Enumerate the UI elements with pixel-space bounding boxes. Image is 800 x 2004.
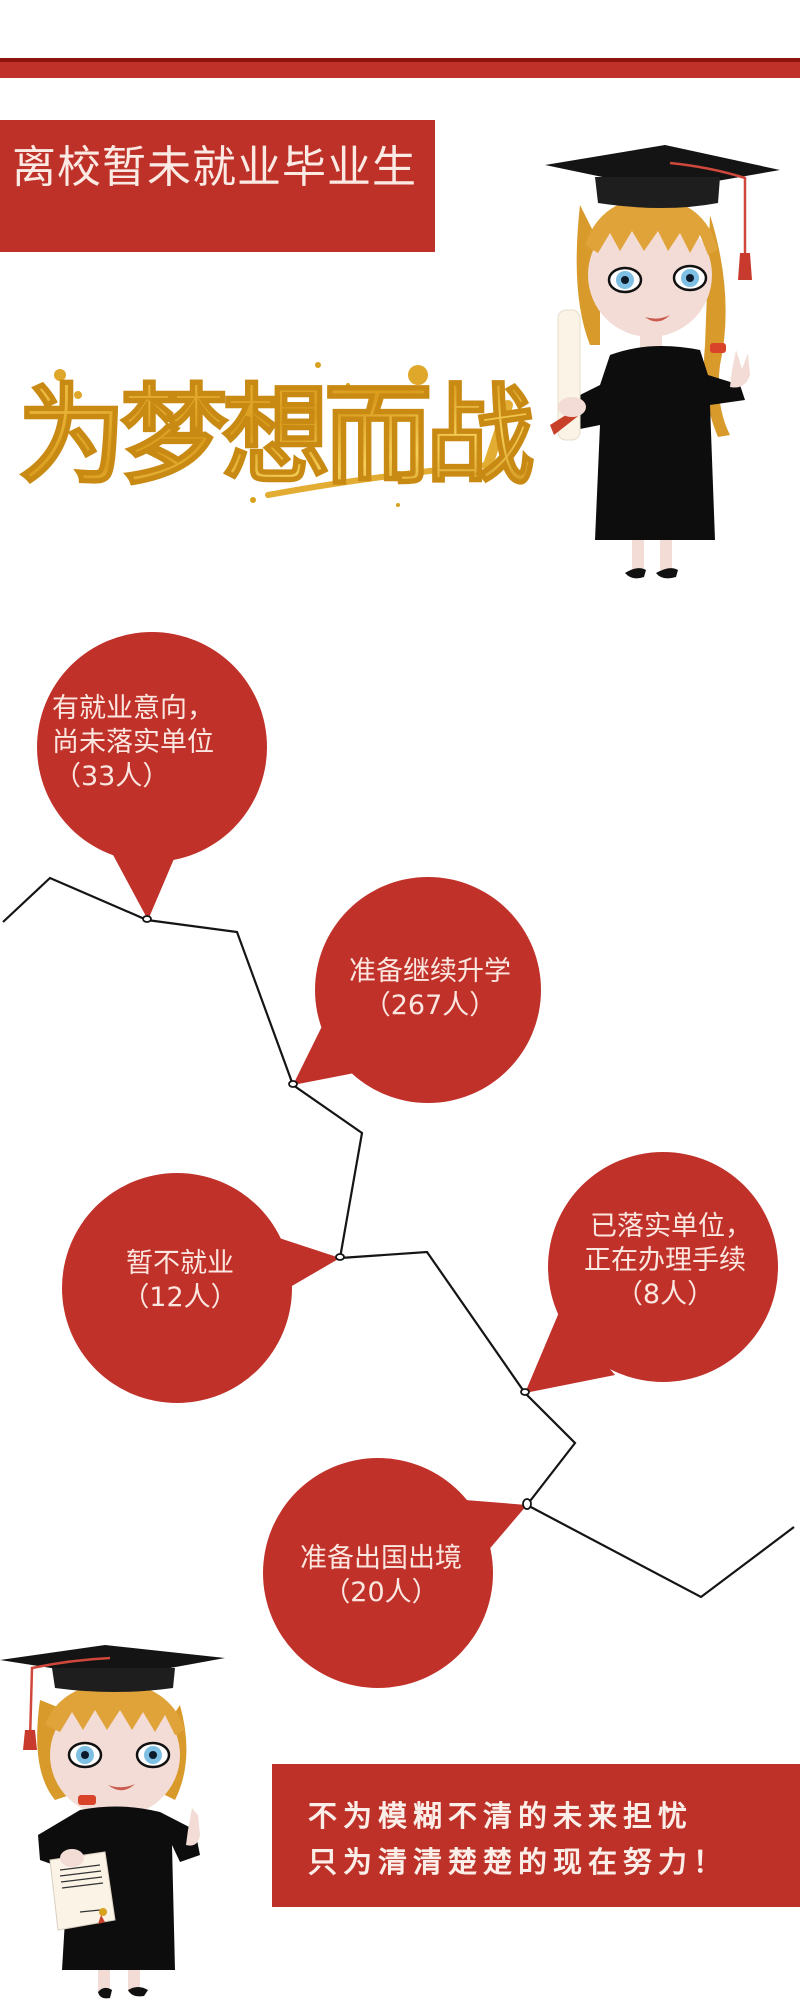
bubble-3-line-1: 暂不就业 [126,1248,234,1279]
bubble-1-text: 有就业意向， 尚未落实单位 （33人） [52,692,252,794]
slogan-calligraphy: 为梦想而战 [18,345,558,515]
closing-line-2: 只为清清楚楚的现在努力！ [308,1845,729,1879]
bubble-2-line-1: 准备继续升学 [349,956,511,987]
bubble-1-count: （33人） [54,761,170,792]
page-title: 离校暂未就业毕业生 [12,142,417,193]
bubble-4-text: 已落实单位， 正在办理手续 （8人） [570,1210,760,1312]
bubble-3-count: （12人） [122,1282,238,1313]
bubble-4-line-2: 正在办理手续 [584,1245,746,1276]
bubble-5-count: （20人） [323,1577,439,1608]
bubble-5-line-1: 准备出国出境 [300,1543,462,1574]
closing-message-banner: 不为模糊不清的未来担忧 只为清清楚楚的现在努力！ [272,1764,800,1907]
bubble-2-count: （267人） [363,990,497,1021]
title-banner: 离校暂未就业毕业生 [0,120,435,252]
bubble-1-line-1: 有就业意向， [52,693,214,724]
graduate-girl-illustration-top [540,145,780,590]
top-accent-bar [0,58,800,78]
graduate-girl-icon [545,145,780,579]
svg-text:为梦想而战: 为梦想而战 [18,373,533,499]
bubble-5-text: 准备出国出境 （20人） [286,1542,476,1610]
bubble-2-text: 准备继续升学 （267人） [340,955,520,1023]
bubble-1-line-2: 尚未落实单位 [52,727,214,758]
bubble-4-count: （8人） [615,1279,715,1310]
bubble-4-line-1: 已落实单位， [590,1211,752,1242]
closing-line-1: 不为模糊不清的未来担忧 [308,1799,694,1833]
brush-splatter-icon: 为梦想而战 [18,362,540,507]
bubble-3-text: 暂不就业 （12人） [100,1247,260,1315]
graduate-girl-thumbs-up-icon [0,1645,225,1999]
graduate-girl-illustration-bottom [0,1630,230,2000]
